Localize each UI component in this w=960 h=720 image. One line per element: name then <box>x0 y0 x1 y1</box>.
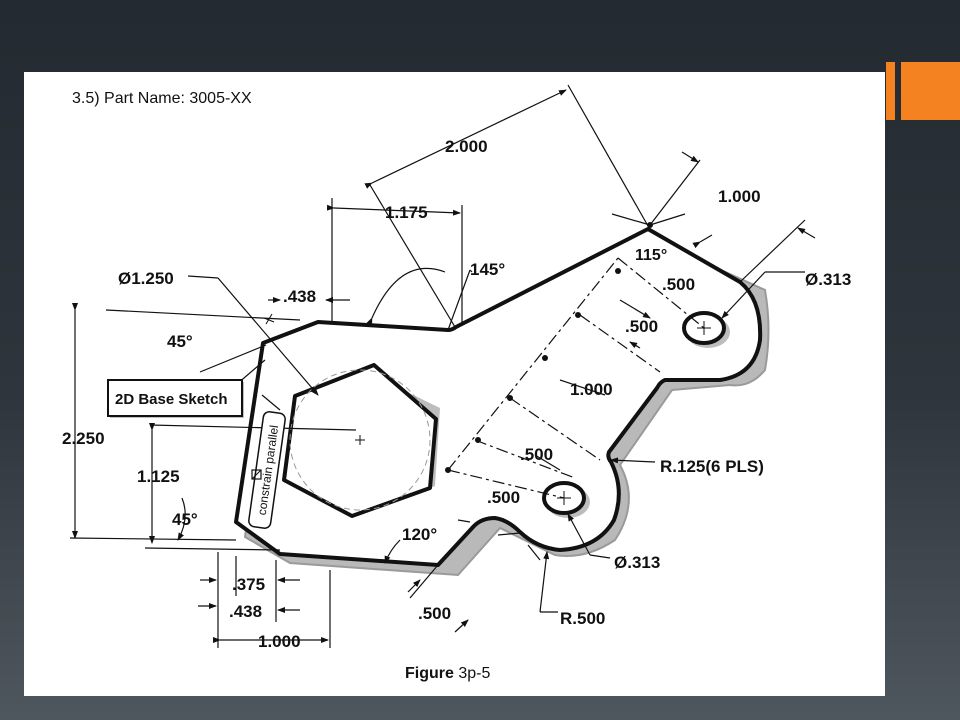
figure-caption: Figure 3p-5 <box>405 665 490 682</box>
figure-caption-number: 3p-5 <box>454 665 491 682</box>
dim-500-a: .500 <box>662 275 695 294</box>
dimension-lines <box>69 84 816 648</box>
center-lines <box>447 257 705 499</box>
dim-2250: 2.250 <box>62 429 105 448</box>
dim-r500: R.500 <box>560 609 605 628</box>
part-name-title: 3.5) Part Name: 3005-XX <box>72 90 252 107</box>
dim-dia-313-top: Ø.313 <box>805 270 851 289</box>
accent-bar-thin <box>886 62 895 120</box>
base-sketch-label: 2D Base Sketch <box>115 391 228 408</box>
dim-dia-1250: Ø1.250 <box>118 269 174 288</box>
figure-caption-bold: Figure <box>405 665 454 682</box>
dim-dia-313-bot: Ø.313 <box>614 553 660 572</box>
dim-r125: R.125(6 PLS) <box>660 457 764 476</box>
dim-angle-45-top: 45° <box>167 332 193 351</box>
accent-bar-thick <box>901 62 960 120</box>
parallel-symbol <box>251 469 262 480</box>
dim-375: .375 <box>232 575 265 594</box>
dim-438-top: .438 <box>283 287 316 306</box>
dim-angle-115: 115° <box>635 247 667 264</box>
dim-500-c: .500 <box>520 445 553 464</box>
dim-1000-bot: 1.000 <box>258 632 301 651</box>
dim-1000-top: 1.000 <box>718 187 761 206</box>
dim-1175: 1.175 <box>385 203 428 222</box>
dim-2000: 2.000 <box>445 137 488 156</box>
dim-angle-145: 145° <box>470 260 505 279</box>
dim-angle-120: 120° <box>402 525 437 544</box>
dim-500-bot: .500 <box>418 604 451 623</box>
dim-1125: 1.125 <box>137 467 180 486</box>
dim-1000-mid: 1.000 <box>570 380 613 399</box>
hex-construction-circle <box>289 369 431 511</box>
dim-500-d: .500 <box>487 488 520 507</box>
dim-500-b: .500 <box>625 317 658 336</box>
dim-angle-45-bot: 45° <box>172 510 198 529</box>
base-sketch-box-front <box>107 379 243 417</box>
parallel-symbol-hatch <box>251 469 262 480</box>
dim-438-bot: .438 <box>229 602 262 621</box>
